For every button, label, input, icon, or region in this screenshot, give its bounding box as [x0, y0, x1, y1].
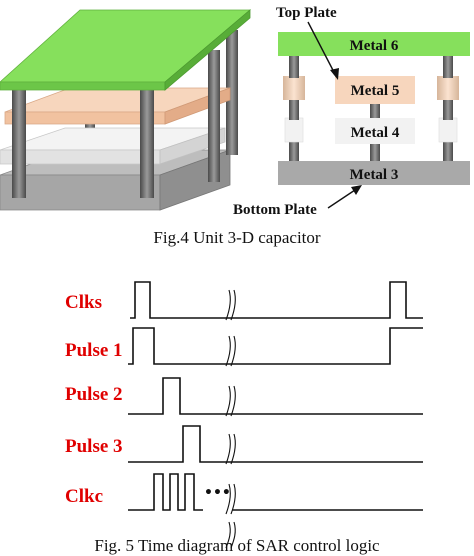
metal6-bar	[278, 32, 470, 56]
waveform-pulse1	[128, 327, 423, 365]
top-plate-side-face	[164, 9, 251, 91]
center-via-lower	[370, 142, 380, 162]
top-plate-front-face	[0, 81, 166, 91]
m5-m6-via-right	[443, 54, 453, 78]
timing-diagram: Clks Pulse 1 Pulse 2 Pulse 3 Clkc •••	[65, 281, 423, 549]
m5-pillar-left	[283, 76, 305, 100]
capacitor-cross-section: Metal 6 Metal 5 Metal 4 Metal 3 Top Plat…	[233, 5, 470, 218]
waveform-pulse3	[128, 425, 423, 463]
capacitor-3d-view	[0, 9, 252, 211]
signal-label-clks: Clks	[65, 292, 102, 313]
metal6-label: Metal 6	[350, 38, 399, 54]
signal-label-pulse1: Pulse 1	[65, 340, 123, 361]
via-side-right	[208, 50, 220, 182]
waveform-clks	[130, 281, 423, 319]
waveform-pulse2	[128, 377, 423, 415]
m4-m5-via-left	[289, 98, 299, 120]
figure4-caption: Fig.4 Unit 3-D capacitor	[153, 228, 321, 247]
signal-label-pulse2: Pulse 2	[65, 384, 123, 405]
clkc-ellipsis: •••	[204, 485, 231, 501]
bottom-plate-arrow	[327, 187, 359, 209]
top-plate-label: Top Plate	[276, 5, 337, 21]
m4-m5-via-right	[443, 98, 453, 120]
signal-label-clkc: Clkc	[65, 486, 103, 507]
bottom-plate-arrowhead	[351, 185, 362, 195]
metal5-label: Metal 5	[351, 83, 400, 99]
via-rear-right	[226, 30, 238, 155]
top-plate-arrowhead	[330, 68, 339, 80]
top-plate-arrow	[307, 21, 337, 77]
m5-m6-via-left	[289, 54, 299, 78]
via-front-right	[140, 80, 154, 198]
via-front-left	[12, 80, 26, 198]
signal-label-pulse3: Pulse 3	[65, 436, 123, 457]
bottom-plate-label: Bottom Plate	[233, 202, 317, 218]
m3-m4-via-right	[443, 140, 453, 162]
m4-pillar-right	[438, 117, 458, 143]
waveform-clkc	[128, 473, 203, 511]
m3-m4-via-left	[289, 140, 299, 162]
metal4-bar	[335, 118, 415, 144]
metal3-bar	[278, 161, 470, 185]
metal4-label: Metal 4	[351, 125, 400, 141]
figure5-caption: Fig. 5 Time diagram of SAR control logic	[94, 536, 380, 555]
m4-pillar-left	[284, 117, 304, 143]
time-break-marks	[225, 289, 236, 549]
m5-pillar-right	[437, 76, 459, 100]
metal5-bar	[335, 76, 415, 104]
metal3-label: Metal 3	[350, 167, 399, 183]
center-via-upper	[370, 104, 380, 120]
